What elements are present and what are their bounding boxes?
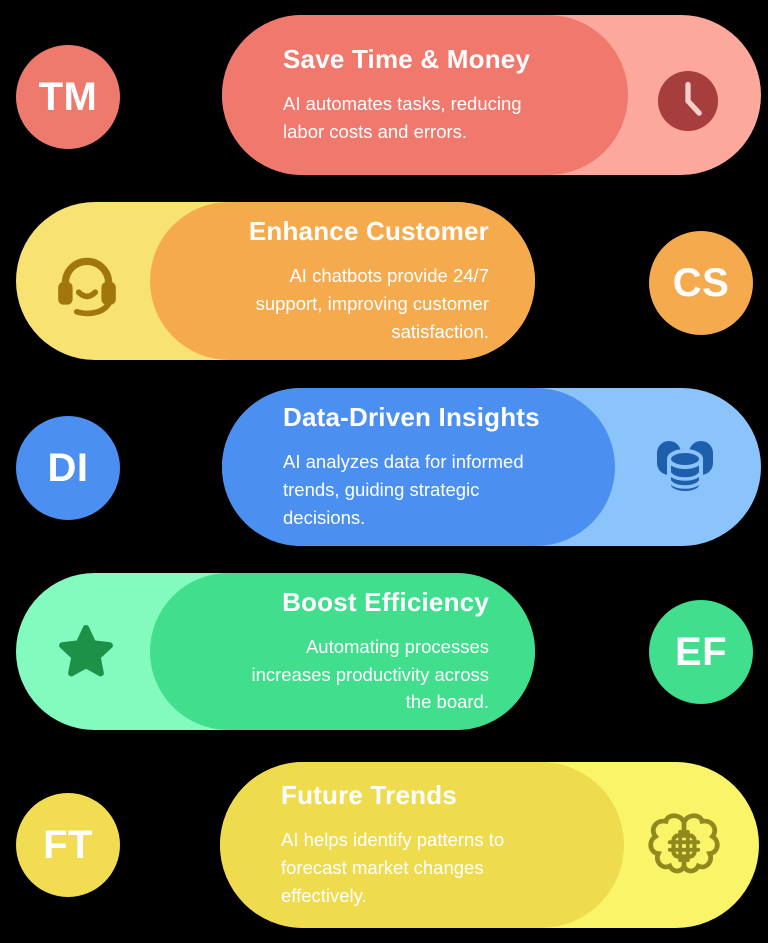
card-boost-efficiency: Boost Efficiency Automating processes in… bbox=[150, 573, 535, 730]
card-title: Enhance Customer bbox=[248, 216, 489, 247]
card-body: AI analyzes data for informed trends, gu… bbox=[283, 451, 524, 528]
badge-tm-label: TM bbox=[38, 74, 98, 119]
badge-ft-label: FT bbox=[43, 822, 93, 867]
badge-tm: TM bbox=[16, 45, 120, 149]
card-body: AI chatbots provide 24/7 support, improv… bbox=[255, 265, 489, 342]
card-title: Save Time & Money bbox=[283, 44, 531, 75]
badge-di-label: DI bbox=[47, 445, 89, 490]
badge-ft: FT bbox=[16, 793, 120, 897]
brain-chip-icon bbox=[646, 808, 722, 884]
card-body: AI automates tasks, reducing labor costs… bbox=[283, 93, 522, 142]
badge-di: DI bbox=[16, 416, 120, 520]
card-future-trends: Future Trends AI helps identify patterns… bbox=[220, 762, 624, 928]
card-title: Future Trends bbox=[281, 780, 457, 811]
badge-cs-label: CS bbox=[672, 260, 730, 305]
card-enhance-customer: Enhance Customer AI chatbots provide 24/… bbox=[150, 202, 535, 360]
headset-icon bbox=[52, 248, 122, 318]
badge-ef-label: EF bbox=[674, 629, 728, 674]
badge-ef: EF bbox=[649, 600, 753, 704]
card-title: Boost Efficiency bbox=[282, 586, 489, 617]
card-save-time-money: Save Time & Money AI automates tasks, re… bbox=[222, 15, 628, 175]
card-body: AI helps identify patterns to forecast m… bbox=[281, 829, 505, 906]
card-data-driven: Data-Driven Insights AI analyzes data fo… bbox=[222, 388, 615, 546]
database-icon bbox=[649, 433, 721, 501]
card-title: Data-Driven Insights bbox=[283, 402, 540, 433]
clock-icon bbox=[657, 70, 719, 132]
card-body: Automating processes increases productiv… bbox=[251, 635, 489, 713]
star-icon bbox=[51, 619, 121, 689]
badge-cs: CS bbox=[649, 231, 753, 335]
